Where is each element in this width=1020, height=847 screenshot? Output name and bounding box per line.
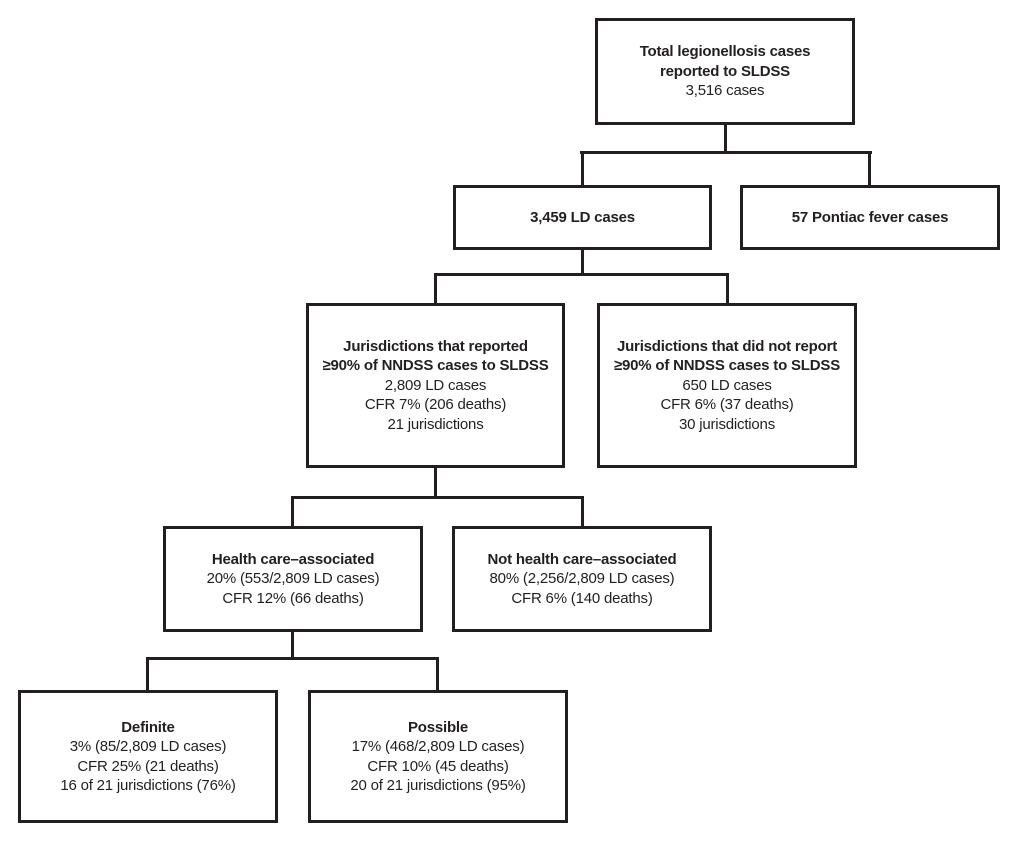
connector-reported-crossbar [291, 496, 584, 499]
box-detail-line: 3% (85/2,809 LD cases) [69, 738, 227, 755]
box-ld-cases: 3,459 LD cases [453, 185, 712, 250]
box-detail-line: CFR 25% (21 deaths) [77, 757, 219, 775]
box-title-line: Health care–associated [211, 550, 375, 568]
connector-to-reported [434, 273, 437, 303]
box-not-health-care-associated: Not health care–associated 80% (2,256/2,… [452, 526, 712, 632]
connector-to-definite [146, 657, 149, 690]
box-title-line: 3,459 LD cases [530, 208, 635, 226]
box-definite: Definite 3% (85/2,809 LD cases) CFR 25% … [18, 690, 278, 823]
connector-to-possible [436, 657, 439, 690]
box-detail-line: CFR 6% (37 deaths) [660, 396, 794, 414]
box-jurisdictions-reported: Jurisdictions that reported ≥90% of NNDS… [306, 303, 565, 468]
box-title-line: Definite [121, 718, 175, 736]
connector-ld-stem [581, 250, 584, 276]
box-detail-line: CFR 10% (45 deaths) [367, 757, 509, 775]
connector-total-stem [724, 125, 727, 153]
box-detail-line: CFR 6% (140 deaths) [511, 589, 653, 607]
connector-hca-crossbar [146, 657, 439, 660]
connector-reported-stem [434, 468, 437, 499]
box-title-line: Not health care–associated [487, 550, 677, 568]
connector-to-not-hca [581, 496, 584, 526]
box-detail-line: CFR 7% (206 deaths) [364, 396, 507, 414]
box-pontiac-fever-cases: 57 Pontiac fever cases [740, 185, 1000, 250]
connector-total-crossbar [580, 151, 872, 154]
box-detail-line: 2,809 LD cases [384, 376, 487, 394]
connector-ld-crossbar [434, 273, 729, 276]
box-title-line: reported to SLDSS [660, 62, 790, 80]
box-detail-line: 3,516 cases [685, 82, 765, 100]
box-detail-line: 30 jurisdictions [678, 415, 775, 433]
box-detail-line: 16 of 21 jurisdictions (76%) [60, 777, 236, 794]
box-title-line: Possible [407, 718, 469, 736]
box-title-line: Jurisdictions that did not report [616, 337, 838, 355]
box-title-line: 57 Pontiac fever cases [791, 208, 949, 226]
connector-hca-stem [291, 632, 294, 660]
connector-to-ld [581, 151, 584, 185]
box-health-care-associated: Health care–associated 20% (553/2,809 LD… [163, 526, 423, 632]
box-title-line: ≥90% of NNDSS cases to SLDSS [613, 357, 841, 375]
box-detail-line: 20 of 21 jurisdictions (95%) [350, 777, 526, 794]
connector-to-pontiac [868, 151, 871, 185]
box-detail-line: 650 LD cases [682, 376, 772, 394]
box-title-line: Jurisdictions that reported [343, 337, 528, 355]
box-detail-line: 17% (468/2,809 LD cases) [351, 738, 525, 755]
box-total-legionellosis-cases: Total legionellosis cases reported to SL… [595, 18, 855, 125]
connector-to-hca [291, 496, 294, 526]
box-detail-line: 21 jurisdictions [387, 415, 484, 433]
box-detail-line: 20% (553/2,809 LD cases) [206, 570, 380, 588]
connector-to-not-reported [726, 273, 729, 303]
box-jurisdictions-did-not-report: Jurisdictions that did not report ≥90% o… [597, 303, 857, 468]
box-title-line: ≥90% of NNDSS cases to SLDSS [322, 357, 549, 375]
box-detail-line: 80% (2,256/2,809 LD cases) [489, 570, 675, 588]
box-title-line: Total legionellosis cases [639, 43, 811, 61]
box-possible: Possible 17% (468/2,809 LD cases) CFR 10… [308, 690, 568, 823]
box-detail-line: CFR 12% (66 deaths) [222, 589, 364, 607]
